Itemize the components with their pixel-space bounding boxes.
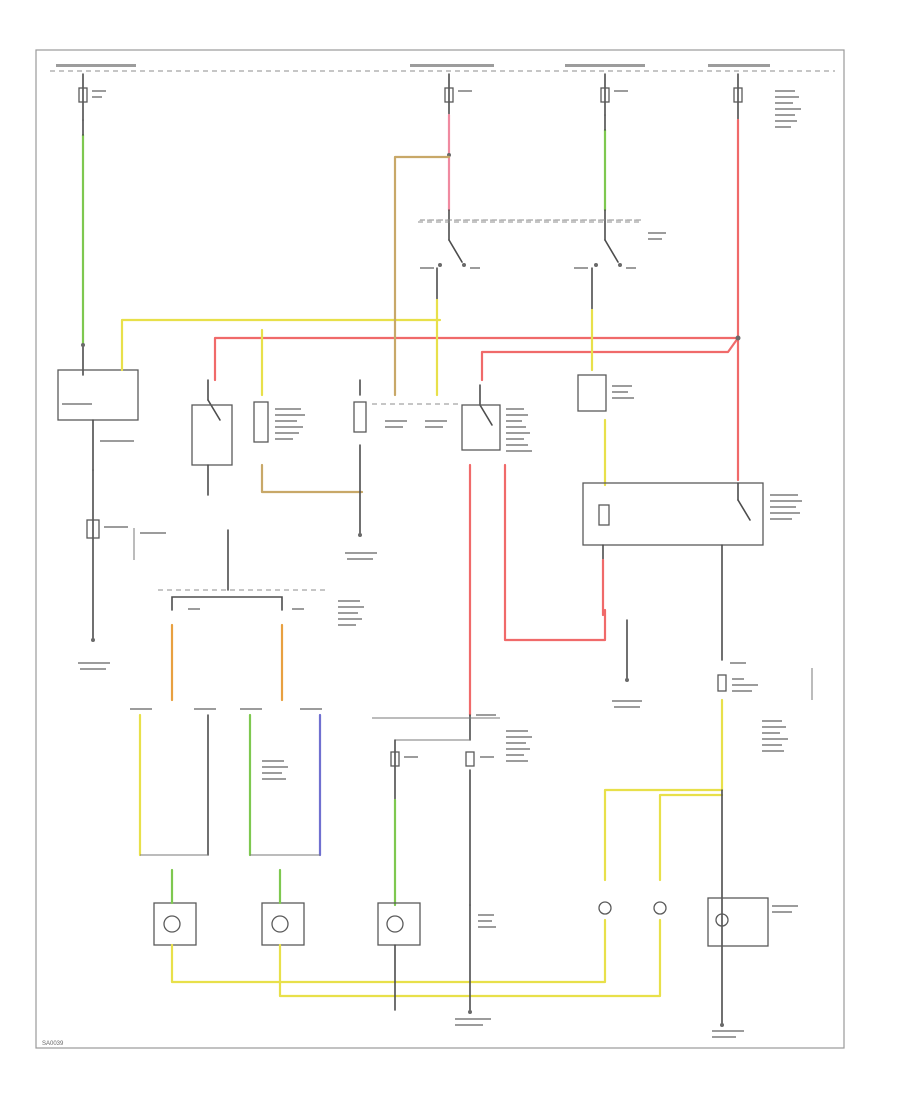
header-label-1 [56,64,136,67]
fuse-left [78,87,88,103]
switch-e [577,374,634,487]
ground-label-left [78,662,110,664]
module-box-left [57,369,139,421]
lamp-5 [653,901,667,915]
lamp-6 [707,897,769,947]
fuse-circuit-right [733,73,801,482]
fuse-circuit-left [57,73,166,670]
power-source-headers [50,64,835,72]
yellow-bus-upper [120,318,442,372]
fuse-circuit-right-center [574,73,636,372]
diagram-frame [35,49,845,1049]
switch-row-middle [191,328,607,741]
switch-left-bottom [86,519,100,539]
switch-a [191,404,233,466]
fuse-circuit-center [393,73,480,397]
lamp-4 [598,901,612,915]
switch-d [461,404,501,451]
lamp-3 [377,902,421,946]
reference-code: SA0039 [42,1041,64,1047]
tan-wire-center [393,155,451,397]
lamp-row-bottom [153,868,798,1038]
fuse-circuit-lower-right [603,662,813,1026]
fuse-circuit-lower-center [372,714,532,907]
lamp-1 [153,902,197,946]
switch-b [253,401,269,443]
red-loop-wire [503,463,607,642]
header-label-2 [410,64,494,67]
relay-box-right [582,482,802,708]
lamp-2 [261,902,305,946]
header-label-3 [565,64,645,67]
red-bus-main [213,336,740,382]
distribution-left [130,529,364,857]
switch-c [353,401,367,433]
header-label-4 [708,64,770,67]
